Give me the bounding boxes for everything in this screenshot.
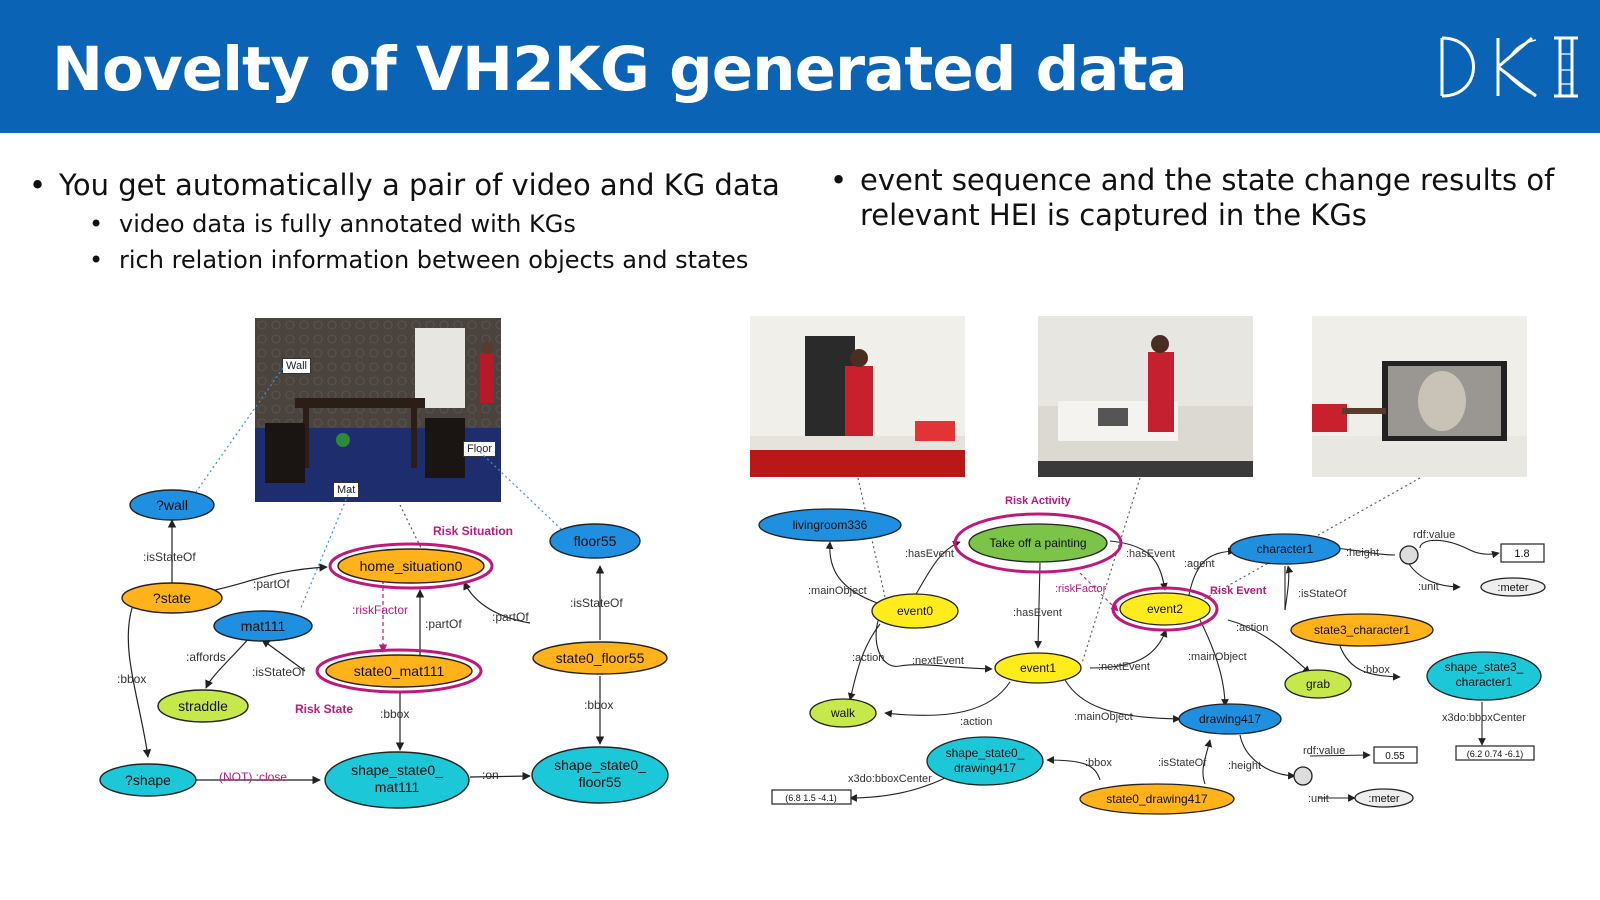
edge-label: :unit [1308,793,1329,805]
edge-label: :isStateOf [1298,588,1347,600]
scene-photo-1 [750,316,965,477]
scene-photo-3 [1312,316,1527,477]
bullet-main: • You get automatically a pair of video … [29,168,780,202]
node-shape-mat-l1: shape_state0_ [351,762,443,778]
node-shape-state3-l1: shape_state3_ [1445,660,1524,674]
node-character1: character1 [1257,542,1314,556]
node-floor55: floor55 [574,533,617,549]
edge-label: :partOf [425,617,462,631]
edge-label: :mainObject [1188,651,1247,663]
node-meter-2: :meter [1368,793,1400,805]
bullet-sub-2: • rich relation information between obje… [89,246,749,274]
photo-label-floor: Floor [463,441,497,457]
page-title: Novelty of VH2KG generated data [52,34,1188,105]
edge-label: :hasEvent [905,548,954,560]
edge-label: :isStateOf [570,596,623,610]
node-home-situation0: home_situation0 [360,558,463,574]
edge-label: :isStateOf [252,665,305,679]
node-livingroom336: livingroom336 [793,518,868,532]
node-shape-mat-l2: mat111 [375,779,420,795]
edge-label: :on [482,768,499,782]
edge-label: :hasEvent [1013,607,1062,619]
edge-label: :riskFactor [352,603,408,617]
edge-label: :bbox [584,698,613,712]
node-straddle: straddle [178,698,228,714]
scene-photo-room [255,318,501,502]
value-1-8: 1.8 [1514,548,1529,560]
edge-label: :unit [1418,581,1439,593]
node-drawing417: drawing417 [1199,712,1261,726]
node-state0-mat111: state0_mat111 [354,663,445,679]
photo-label-mat: Mat [333,482,360,498]
edge-label: :riskFactor [1055,583,1107,595]
edge-label: rdf:value [1413,529,1455,541]
value-0-55: 0.55 [1385,751,1405,762]
annotation-risk-state: Risk State [295,702,353,716]
edge-label: :hasEvent [1126,548,1175,560]
edge-label: :bbox [1085,757,1112,769]
edge-label: :bbox [380,707,409,721]
edge-label: :height [1228,760,1261,772]
edge-label: :isStateOf [1158,757,1207,769]
bullet-right: • event sequence and the state change re… [830,163,1555,232]
node-walk: walk [830,706,856,720]
edge-label: :agent [1184,558,1215,570]
bullet-dot: • [29,168,47,202]
node-event1: event1 [1020,661,1056,675]
edge-label: :partOf [492,610,529,624]
node-shape: ?shape [125,772,171,788]
edge-label: :bbox [1363,664,1390,676]
right-graph [825,477,1500,802]
edge-label: :action [852,652,884,664]
edge-label: :mainObject [808,585,867,597]
node-state3-character1: state3_character1 [1314,623,1410,637]
node-shape-floor-l2: floor55 [579,774,622,790]
annotation-risk-event: Risk Event [1210,585,1267,597]
node-state0-drawing417: state0_drawing417 [1106,792,1208,806]
edge-label: :mainObject [1074,711,1133,723]
edge-label: rdf:value [1303,745,1345,757]
edge-label: :nextEvent [1098,661,1150,673]
edge-label: x3do:bboxCenter [1442,712,1526,724]
node-meter-1: :meter [1497,582,1529,594]
node-state: ?state [153,590,191,606]
node-state0-floor55: state0_floor55 [556,650,645,666]
edge-label: :bbox [117,672,146,686]
node-shape-state3-l2: character1 [1456,675,1513,689]
value-bbox-character: (6.2 0.74 -6.1) [1467,749,1524,759]
edge-label: :nextEvent [912,655,964,667]
node-grab: grab [1306,677,1330,691]
bullet-sub-1: • video data is fully annotated with KGs [89,210,576,238]
dki-logo [1440,36,1578,98]
node-shape-drawing-l2: drawing417 [954,761,1016,775]
photo-label-wall: Wall [282,358,311,374]
right-graph-nodes [758,508,1546,815]
edge-label: :height [1346,547,1379,559]
node-mat111: mat111 [241,618,286,634]
annotation-risk-situation: Risk Situation [433,524,513,538]
edge-label: :action [1236,622,1268,634]
node-event0: event0 [897,604,933,618]
edge-label: :action [960,716,992,728]
edge-label: x3do:bboxCenter [848,773,932,785]
title-bar: Novelty of VH2KG generated data [0,0,1600,133]
scene-photo-2 [1038,316,1253,477]
node-shape-drawing-l1: shape_state0_ [946,746,1025,760]
annotation-risk-activity: Risk Activity [1005,495,1072,507]
edge-label: :isStateOf [143,550,196,564]
node-take-off-painting: Take off a painting [989,536,1086,550]
value-bbox-drawing: (6.8 1.5 -4.1) [785,793,837,803]
node-wall: ?wall [156,497,188,513]
edge-label: :affords [186,650,226,664]
left-graph [127,367,605,785]
edge-label: :partOf [253,577,290,591]
edge-label: (NOT) :close [219,770,287,784]
left-graph-nodes [99,489,669,809]
node-event2: event2 [1147,602,1183,616]
node-shape-floor-l1: shape_state0_ [554,757,646,773]
